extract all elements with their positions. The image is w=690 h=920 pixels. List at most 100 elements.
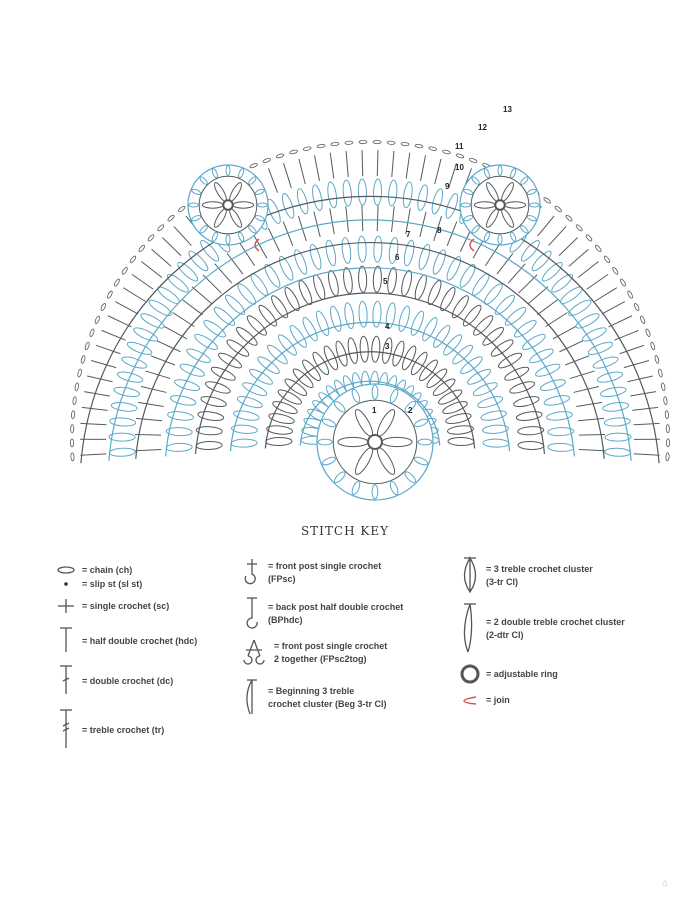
cluster-stitch: [167, 411, 194, 421]
cluster-stitch: [357, 178, 367, 206]
treble-stitch: [173, 226, 192, 246]
cluster-stitch: [398, 305, 410, 332]
cluster-stitch: [358, 300, 368, 328]
treble-stitch: [448, 163, 457, 189]
cluster-stitch: [357, 235, 367, 263]
treble-stitch: [80, 453, 107, 456]
stitch-key-item: = adjustable ring: [458, 662, 558, 686]
treble-stitch: [528, 286, 549, 304]
petal: [473, 201, 496, 209]
chain-stitch: [80, 355, 86, 364]
chain-stitch: [654, 355, 660, 364]
cluster-stitch: [148, 299, 172, 317]
cluster-stitch: [432, 249, 446, 275]
chain-stitch: [344, 140, 354, 145]
cluster-stitch: [482, 438, 510, 448]
cluster-stitch: [236, 326, 258, 346]
stitch-key-label: = treble crochet (tr): [82, 724, 165, 735]
treble-stitch: [151, 248, 172, 267]
cluster-stitch: [543, 395, 571, 406]
cluster-stitch: [166, 273, 189, 293]
cluster-stitch: [289, 324, 307, 348]
stitch-key-label: = double crochet (dc): [82, 675, 174, 686]
treble-stitch: [145, 370, 171, 380]
treble-stitch: [559, 340, 584, 353]
back-post-hdc-icon: [246, 597, 258, 629]
treble-stitch: [135, 417, 162, 422]
cluster-stitch: [323, 345, 339, 371]
join-mark: [469, 238, 475, 252]
treble-stitch: [545, 312, 568, 328]
cluster-stitch: [480, 410, 507, 421]
cluster-stitch: [410, 310, 424, 336]
stitch-key-title: STITCH KEY: [300, 524, 390, 538]
treble-stitch: [569, 370, 595, 380]
chain-stitch: [665, 438, 670, 448]
stitch-key-label: = front post single crochet (FPsc): [268, 561, 382, 584]
petal: [520, 225, 529, 234]
cluster-stitch: [596, 371, 624, 383]
treble-stitch: [564, 355, 590, 366]
cluster-stitch: [217, 352, 242, 369]
chain-stitch: [650, 341, 656, 351]
petal: [201, 201, 224, 209]
treble-stitch: [614, 329, 639, 341]
treble-stitch: [181, 298, 203, 316]
petal: [520, 176, 529, 185]
petal: [501, 208, 514, 228]
slip-stitch-icon: [64, 582, 68, 586]
cluster-stitch: [342, 179, 352, 207]
cluster-stitch: [298, 280, 313, 306]
chain-stitch: [665, 452, 670, 462]
petal: [199, 225, 208, 234]
chain-stitch: [595, 244, 602, 253]
cluster-stitch: [204, 381, 231, 394]
treble-stitch: [627, 375, 653, 383]
cluster-stitch: [195, 426, 223, 436]
petal: [351, 481, 361, 496]
cluster-stitch: [335, 340, 348, 367]
chain-stitch: [554, 205, 562, 213]
cluster-stitch: [230, 424, 258, 434]
cluster-stitch: [277, 389, 302, 405]
treble-stitch: [578, 434, 605, 436]
treble-stitch: [537, 215, 555, 237]
chain-stitch: [603, 255, 611, 264]
chain-stitch: [585, 234, 593, 242]
cluster-stitch: [116, 371, 144, 383]
treble-stitch: [81, 406, 108, 411]
petal: [191, 215, 202, 222]
row-number: 11: [455, 142, 464, 151]
cluster-stitch: [483, 283, 503, 305]
flower-ring: [198, 175, 258, 235]
stitch-key-label: = single crochet (sc): [82, 600, 170, 611]
petal: [211, 168, 218, 179]
round-arc: [135, 242, 605, 459]
cluster-stitch: [509, 381, 536, 394]
cluster-stitch: [482, 424, 510, 434]
chain-stitch: [316, 143, 326, 149]
cluster-stitch: [443, 334, 463, 356]
treble-stitch: [253, 235, 268, 259]
chain-stitch: [372, 140, 382, 145]
petal: [317, 438, 333, 446]
cluster-stitch: [233, 410, 260, 421]
treble-stitch: [87, 375, 113, 383]
treble-stitch: [376, 205, 379, 232]
petal: [414, 418, 429, 428]
cluster-stitch: [477, 396, 504, 409]
cluster-stitch: [373, 178, 383, 206]
cluster-stitch: [281, 193, 295, 219]
cluster-stitch: [452, 344, 474, 365]
cluster-stitch: [108, 432, 136, 442]
cluster-stitch: [325, 239, 337, 267]
cluster-stitch: [440, 287, 456, 312]
flower-ring: [470, 175, 530, 235]
single-crochet-icon: [58, 599, 74, 613]
treble-stitch: [434, 158, 442, 185]
chain-stitch: [330, 142, 340, 147]
petal: [232, 201, 255, 209]
cluster-stitch: [225, 294, 246, 315]
petal: [510, 168, 517, 179]
